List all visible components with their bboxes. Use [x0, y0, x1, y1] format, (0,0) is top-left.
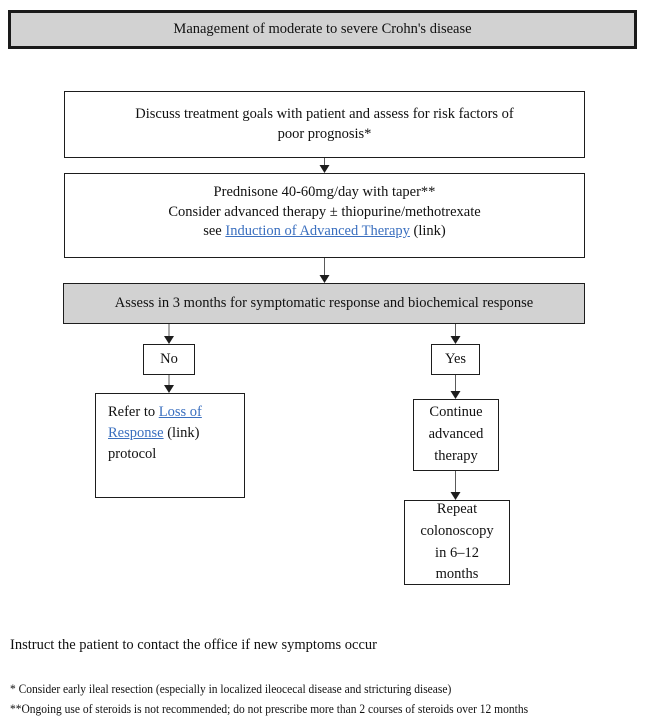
node-prednisone-line-1: Prednisone 40-60mg/day with taper**: [213, 184, 436, 200]
decision-label-no: No: [143, 344, 195, 375]
arrowhead-prednisone-to-assess: [319, 275, 330, 283]
node-continue-line-3: therapy: [434, 447, 478, 464]
chart-title-text: Management of moderate to severe Crohn's…: [173, 20, 472, 37]
loss-of-response-link[interactable]: Loss of Response: [108, 404, 202, 442]
decision-label-no-text: No: [160, 350, 178, 367]
arrowhead-goals-to-prednisone: [319, 165, 330, 173]
node-refer-loss-of-response: Refer to Loss of Response (link) protoco…: [95, 393, 245, 498]
node-prednisone-content: Prednisone 40-60mg/day with taper** Cons…: [65, 174, 584, 242]
arrowhead-assess-to-no: [164, 336, 174, 344]
node-repeat-line-2: colonoscopy: [420, 522, 494, 539]
node-goals-line-1: Discuss treatment goals with patient and…: [135, 105, 514, 122]
node-repeat-content: Repeat colonoscopy in 6–12 months: [405, 499, 509, 586]
arrowhead-assess-to-yes: [450, 336, 461, 344]
decision-label-yes: Yes: [431, 344, 480, 375]
node-prednisone-line-3: see Induction of Advanced Therapy (link): [71, 222, 578, 242]
node-continue-advanced-therapy: Continue advanced therapy: [413, 399, 499, 471]
footnote-single-asterisk: * Consider early ileal resection (especi…: [10, 682, 452, 696]
chart-title-box: Management of moderate to severe Crohn's…: [8, 10, 637, 49]
refer-prefix: Refer to: [108, 404, 159, 420]
node-refer-content: Refer to Loss of Response (link) protoco…: [96, 394, 244, 465]
node-assess-3-months: Assess in 3 months for symptomatic respo…: [63, 283, 585, 324]
node-repeat-colonoscopy: Repeat colonoscopy in 6–12 months: [404, 500, 510, 585]
node-prednisone-advanced-therapy: Prednisone 40-60mg/day with taper** Cons…: [64, 173, 585, 258]
induction-link-prefix: see: [203, 223, 226, 240]
decision-label-yes-text: Yes: [444, 350, 467, 367]
node-goals-content: Discuss treatment goals with patient and…: [65, 105, 584, 144]
node-goals-line-2: poor prognosis*: [277, 125, 372, 142]
node-prednisone-line-2: Consider advanced therapy ± thiopurine/m…: [168, 203, 481, 220]
node-repeat-line-3: in 6–12: [435, 544, 479, 561]
arrowhead-no-to-refer: [164, 385, 174, 393]
node-continue-line-1: Continue: [429, 404, 483, 421]
footnote-double-asterisk: **Ongoing use of steroids is not recomme…: [10, 702, 529, 716]
refer-suffix: (link): [163, 425, 200, 442]
node-assess-text: Assess in 3 months for symptomatic respo…: [114, 294, 534, 311]
instruct-patient-note: Instruct the patient to contact the offi…: [10, 637, 377, 653]
node-discuss-treatment-goals: Discuss treatment goals with patient and…: [64, 91, 585, 158]
arrowhead-yes-to-continue: [450, 391, 461, 399]
induction-of-advanced-therapy-link[interactable]: Induction of Advanced Therapy: [225, 223, 410, 240]
refer-tail: protocol: [108, 446, 157, 463]
node-repeat-line-4: months: [435, 566, 479, 583]
node-repeat-line-1: Repeat: [436, 501, 478, 517]
node-continue-content: Continue advanced therapy: [414, 402, 498, 467]
node-continue-line-2: advanced: [428, 426, 484, 443]
induction-link-suffix: (link): [409, 223, 446, 240]
